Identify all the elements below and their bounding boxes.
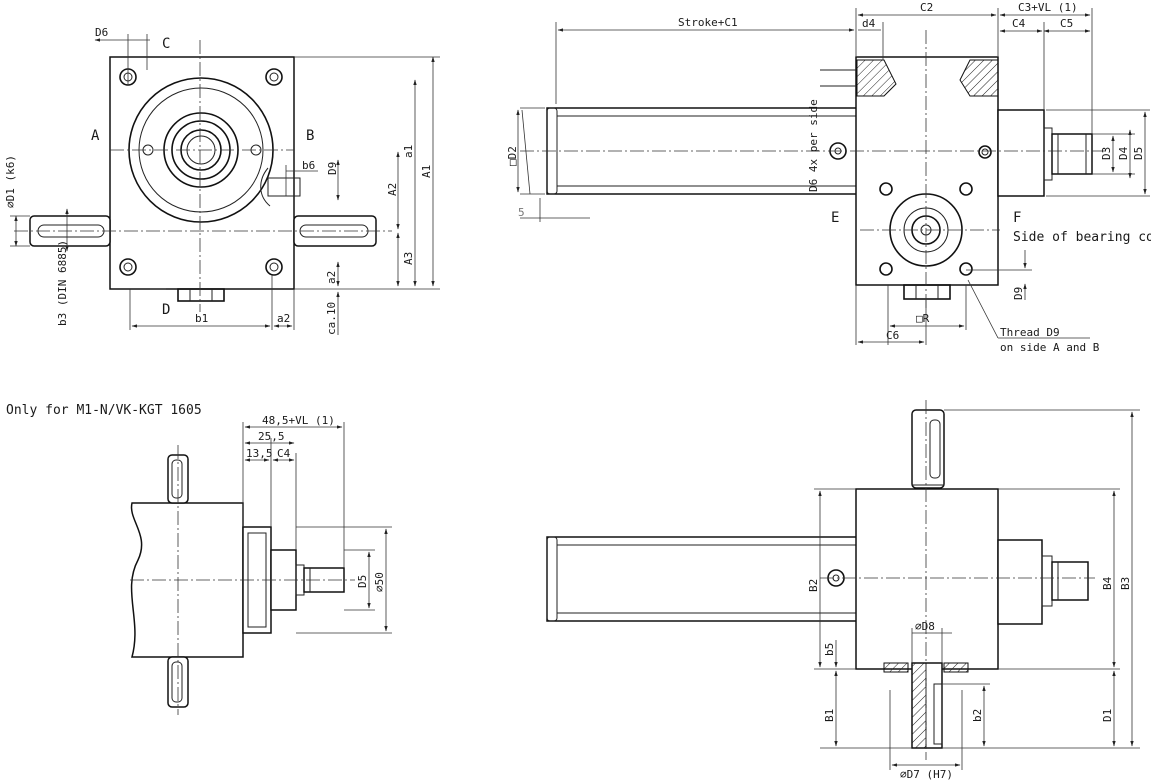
detail-title: Only for M1-N/VK-KGT 1605 (6, 403, 202, 418)
label-thread-1: Thread D9 (1000, 326, 1060, 339)
label-B: B (306, 128, 314, 144)
label-D9-side: D9 (1012, 287, 1025, 300)
label-b6: b6 (302, 159, 315, 172)
label-D3: D3 (1100, 147, 1113, 160)
label-48-5: 48,5+VL (1) (262, 414, 335, 427)
label-a1: a1 (402, 145, 415, 158)
label-R: □R (916, 312, 930, 325)
label-D8: ⌀D8 (915, 620, 935, 633)
label-25-5: 25,5 (258, 430, 285, 443)
label-bearing-cover: Side of bearing cover (1013, 230, 1151, 245)
label-a2-bottom: a2 (277, 312, 290, 325)
label-C6: C6 (886, 329, 899, 342)
label-C5: C5 (1060, 17, 1073, 30)
label-B3: B3 (1119, 577, 1132, 590)
label-5: 5 (518, 206, 525, 219)
label-ca10: ca.10 (325, 302, 338, 335)
label-B2: B2 (807, 579, 820, 592)
label-d4: d4 (862, 17, 876, 30)
label-D1: ⌀D1 (k6) (4, 155, 17, 208)
label-D6-per-side: D6 4x per side (807, 99, 820, 192)
label-b1: b1 (195, 312, 208, 325)
label-D7: ⌀D7 (H7) (900, 768, 953, 781)
label-C: C (162, 36, 170, 52)
label-A: A (91, 128, 100, 144)
label-C2: C2 (920, 1, 933, 14)
front-housing (109, 56, 295, 290)
label-C3VL: C3+VL (1) (1018, 1, 1078, 14)
label-A2: A2 (386, 183, 399, 196)
protective-tube-bottom (546, 536, 858, 622)
label-D4: D4 (1117, 146, 1130, 160)
front-view: D6 C A B D ⌀D1 (k6) b3 (DIN 6885) b6 D9 … (4, 26, 440, 335)
label-A3: A3 (402, 252, 415, 265)
label-D1-bottom: D1 (1101, 709, 1114, 722)
label-A1: A1 (420, 165, 433, 178)
label-13-5: 13,5 (246, 447, 273, 460)
label-B1: B1 (823, 709, 836, 722)
label-B4: B4 (1101, 576, 1114, 590)
bottom-housing (855, 488, 999, 670)
label-E: E (831, 210, 839, 226)
label-b5: b5 (823, 643, 836, 656)
label-D: D (162, 302, 170, 318)
label-D9-front: D9 (326, 162, 339, 175)
label-C4-detail: C4 (277, 447, 291, 460)
detail-view: Only for M1-N/VK-KGT 1605 48,5+VL ( (6, 403, 392, 715)
label-thread-2: on side A and B (1000, 341, 1100, 354)
label-C4-side: C4 (1012, 17, 1026, 30)
label-b3: b3 (DIN 6885) (56, 240, 69, 326)
bottom-view: B2 ⌀D8 b5 B1 b2 ⌀D7 (H7) D1 B4 B3 (546, 400, 1140, 781)
label-stroke: Stroke+C1 (678, 16, 738, 29)
label-F: F (1013, 210, 1021, 226)
label-D6: D6 (95, 26, 108, 39)
label-D50: ⌀50 (373, 572, 386, 592)
side-view: Stroke+C1 C2 d4 C3+VL (1) C4 C5 □D2 5 D6… (506, 1, 1151, 354)
label-a2-right: a2 (325, 271, 338, 284)
label-D5-detail: D5 (356, 575, 369, 588)
label-b2: b2 (971, 709, 984, 722)
label-D5-side: D5 (1132, 147, 1145, 160)
label-D2: □D2 (506, 146, 519, 166)
